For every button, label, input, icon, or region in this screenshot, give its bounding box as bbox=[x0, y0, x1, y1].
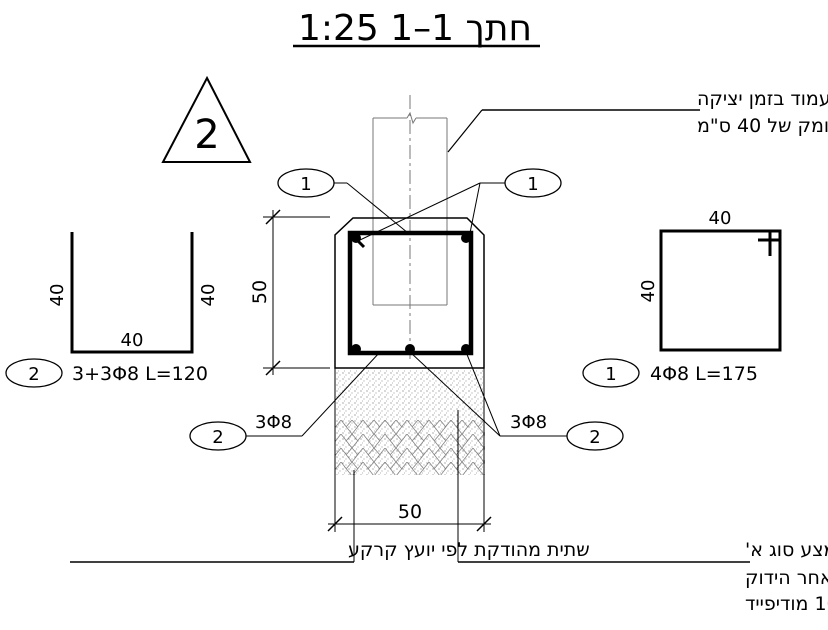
stirrup-spec: 4Φ8 L=175 bbox=[650, 363, 758, 385]
callout-mid-right: 2 3Φ8 bbox=[409, 351, 624, 451]
bars-bottom-right-label: 3Φ8 bbox=[510, 412, 547, 433]
width-dimension-label: 50 bbox=[398, 501, 422, 523]
bars-bottom-left-label: 3Φ8 bbox=[255, 412, 292, 433]
u-bar-spec: 3+3Φ8 L=120 bbox=[72, 363, 208, 385]
u-bar-bottom: 40 bbox=[121, 330, 144, 351]
callout-top-left-number: 1 bbox=[300, 174, 311, 195]
detail-marker: 2 bbox=[161, 75, 252, 163]
detail-marker-number: 2 bbox=[194, 112, 219, 158]
callout-top-left: 1 bbox=[277, 168, 409, 234]
u-bar-callout: 2 3+3Φ8 L=120 bbox=[5, 358, 208, 388]
callout-mid-left: 2 3Φ8 bbox=[189, 351, 381, 451]
height-dimension-label: 50 bbox=[249, 280, 271, 304]
stirrup-shape: 40 40 bbox=[638, 208, 782, 352]
rebar-dots bbox=[351, 233, 471, 354]
rebar-dot bbox=[461, 344, 471, 354]
top-note: השחלת עמוד בזמן יציקה בעומק של 40 ס"מ bbox=[447, 88, 828, 153]
subgrade-note: שתית מהודקת לפי יועץ קרקע bbox=[348, 539, 590, 561]
rebar-dot bbox=[461, 233, 471, 243]
stirrup-left-dim: 40 bbox=[638, 280, 659, 303]
stirrup-callout: 1 4Φ8 L=175 bbox=[582, 358, 758, 388]
top-note-line2: בעומק של 40 ס"מ bbox=[697, 115, 828, 137]
rebar-dot bbox=[351, 233, 361, 243]
embedded-post bbox=[372, 95, 448, 362]
u-bar-shape: 40 40 40 bbox=[47, 232, 219, 354]
callout-top-right-number: 1 bbox=[527, 174, 538, 195]
height-dimension bbox=[263, 209, 330, 376]
base-layer-note-line3: מהודק לצפיפות 100% מודיפייד bbox=[745, 593, 828, 615]
callout-mid-right-number: 2 bbox=[589, 427, 600, 448]
soil-layer bbox=[335, 370, 485, 475]
u-bar-left-leg: 40 bbox=[47, 284, 68, 307]
base-layer-note-line1: שכבה 1 מצע סוג א' bbox=[745, 539, 828, 561]
bottom-note-left: שתית מהודקת לפי יועץ קרקע bbox=[70, 470, 590, 563]
callout-top-right: 1 bbox=[359, 168, 562, 241]
rebar-dot bbox=[351, 344, 361, 354]
u-bar-right-leg: 40 bbox=[198, 284, 219, 307]
callout-mid-left-number: 2 bbox=[212, 427, 223, 448]
top-note-line1: השחלת עמוד בזמן יציקה bbox=[697, 88, 828, 110]
drawing-title: חתך 1–1 1:25 bbox=[298, 8, 532, 49]
bottom-note-right: שכבה 1 מצע סוג א' בעובי שכבה 20 ס"מ לאחר… bbox=[457, 410, 828, 615]
u-bar-callout-number: 2 bbox=[28, 364, 39, 385]
rebar-dot bbox=[405, 344, 415, 354]
base-layer-note-line2: בעובי שכבה 20 ס"מ לאחר הידוק bbox=[745, 567, 828, 589]
stirrup-top-dim: 40 bbox=[709, 208, 732, 229]
stirrup-callout-number: 1 bbox=[605, 364, 616, 385]
